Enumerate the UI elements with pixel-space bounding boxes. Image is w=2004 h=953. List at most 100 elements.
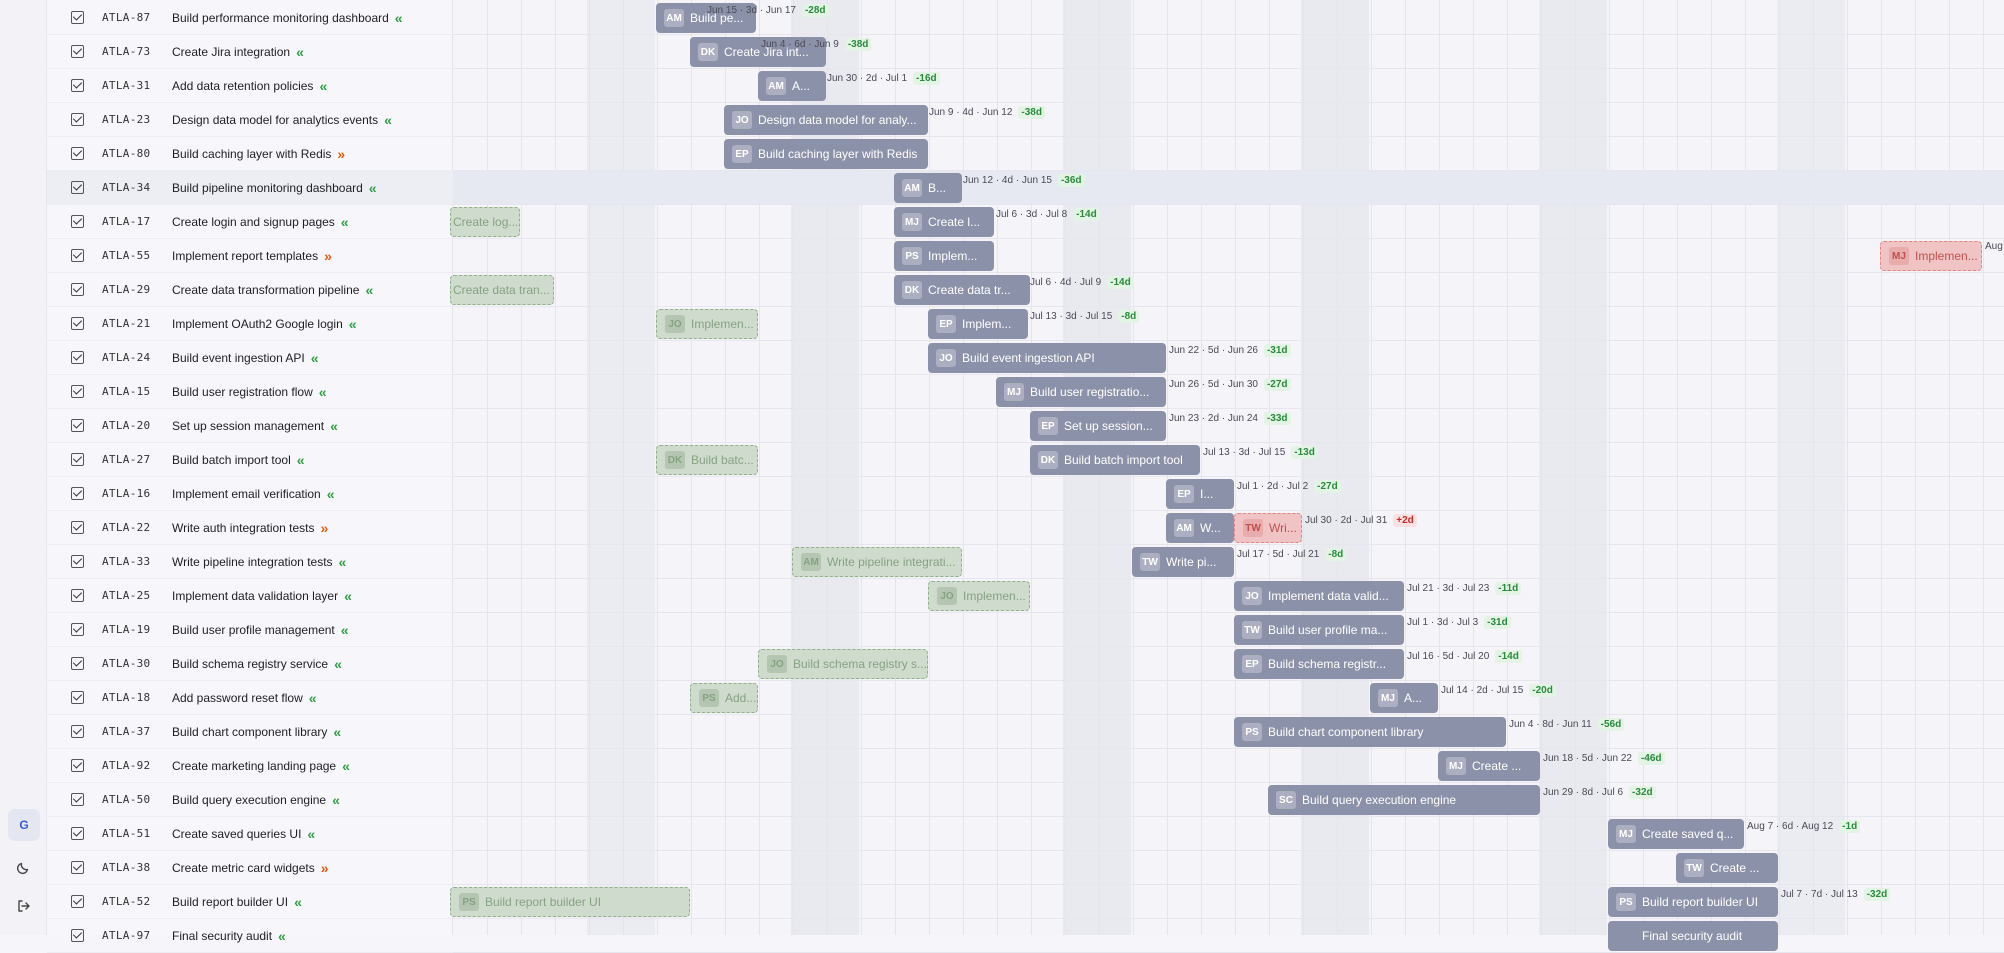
issue-key[interactable]: ATLA-34 <box>102 181 151 194</box>
issue-title[interactable]: Write auth integration tests <box>172 520 315 535</box>
issue-key[interactable]: ATLA-19 <box>102 623 151 636</box>
issue-key[interactable]: ATLA-92 <box>102 759 151 772</box>
issue-title[interactable]: Add password reset flow <box>172 690 303 705</box>
issue-title[interactable]: Implement report templates <box>172 248 319 263</box>
issue-title[interactable]: Build event ingestion API <box>172 350 305 365</box>
issue-key[interactable]: ATLA-15 <box>102 385 151 398</box>
issue-key[interactable]: ATLA-16 <box>102 487 151 500</box>
issue-title[interactable]: Set up session management <box>172 418 325 433</box>
issue-key[interactable]: ATLA-73 <box>102 45 151 58</box>
issue-key[interactable]: ATLA-55 <box>102 249 151 262</box>
issue-key[interactable]: ATLA-31 <box>102 79 151 92</box>
issue-key[interactable]: ATLA-30 <box>102 657 151 670</box>
issue-title[interactable]: Build caching layer with Redis <box>172 146 332 161</box>
issue-title[interactable]: Build query execution engine <box>172 792 327 807</box>
issue-key[interactable]: ATLA-50 <box>102 793 151 806</box>
issue-title[interactable]: Build user registration flow <box>172 384 313 399</box>
issue-title[interactable]: Create marketing landing page <box>172 758 337 773</box>
issue-title[interactable]: Build pipeline monitoring dashboard <box>172 180 363 195</box>
issue-title[interactable]: Create saved queries UI <box>172 826 302 841</box>
issue-title[interactable]: Build user profile management <box>172 622 335 637</box>
issue-key[interactable]: ATLA-52 <box>102 895 151 908</box>
baseline-ghost-bar[interactable]: Create data tran... <box>450 275 554 305</box>
issue-title[interactable]: Implement data validation layer <box>172 588 339 603</box>
issue-title[interactable]: Create Jira integration <box>172 44 291 59</box>
issue-key[interactable]: ATLA-80 <box>102 147 151 160</box>
issue-key[interactable]: ATLA-51 <box>102 827 151 840</box>
issue-key[interactable]: ATLA-38 <box>102 861 151 874</box>
issue-key[interactable]: ATLA-27 <box>102 453 151 466</box>
issue-title[interactable]: Build report builder UI <box>172 894 289 909</box>
issue-key[interactable]: ATLA-87 <box>102 11 151 24</box>
issue-key[interactable]: ATLA-21 <box>102 317 151 330</box>
issue-key[interactable]: ATLA-25 <box>102 589 151 602</box>
issue-title[interactable]: Build chart component library <box>172 724 328 739</box>
issue-key[interactable]: ATLA-18 <box>102 691 151 704</box>
issue-key[interactable]: ATLA-23 <box>102 113 151 126</box>
baseline-ghost-bar[interactable]: Create log... <box>450 207 520 237</box>
task-bar[interactable]: Final security audit <box>1608 921 1778 951</box>
issue-title[interactable]: Create data transformation pipeline <box>172 282 360 297</box>
workspace-switcher-button[interactable]: G <box>8 809 40 841</box>
issue-row[interactable]: ATLA-34 Build pipeline monitoring dashboa… <box>47 171 453 205</box>
theme-toggle-button[interactable] <box>8 851 40 883</box>
issue-title[interactable]: Create metric card widgets <box>172 860 315 875</box>
issue-title[interactable]: Build schema registry service <box>172 656 329 671</box>
issue-title[interactable]: Write pipeline integration tests <box>172 554 333 569</box>
issue-key[interactable]: ATLA-17 <box>102 215 151 228</box>
issue-key[interactable]: ATLA-37 <box>102 725 151 738</box>
